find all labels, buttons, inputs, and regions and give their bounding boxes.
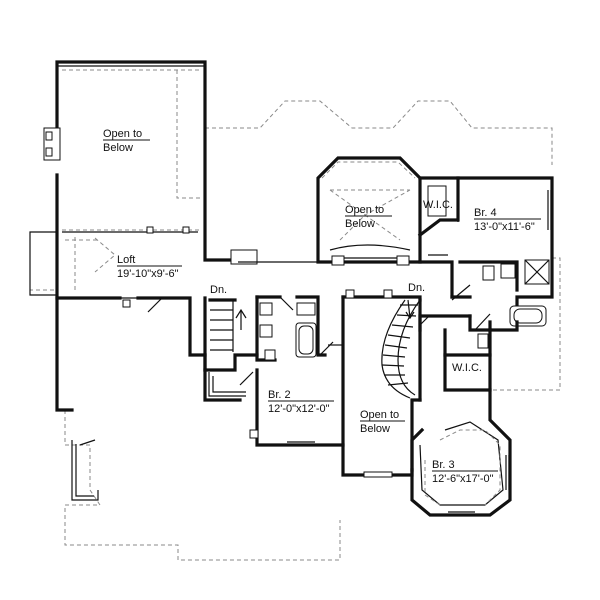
br4-dims: 13'-0"x11'-6"	[474, 221, 535, 233]
open-below-left-line2: Below	[103, 142, 133, 154]
lower-left-bay	[71, 439, 99, 501]
br2-name: Br. 2	[268, 389, 291, 401]
open-below-mid-line1: Open to	[345, 204, 384, 216]
left-bay	[29, 231, 57, 296]
room-labels: Open to Below Loft 19'-10"x9'-6" Open to…	[103, 128, 541, 485]
br4-name: Br. 4	[474, 207, 497, 219]
wic-lower-label: W.I.C.	[452, 362, 482, 374]
br2-dims: 12'-0"x12'-0"	[268, 403, 330, 415]
loft-walls	[55, 249, 318, 372]
wic-upper-label: W.I.C.	[423, 199, 453, 211]
chimney	[43, 127, 61, 161]
center-stair-area	[341, 289, 422, 478]
dn-right-label: Dn.	[408, 282, 425, 294]
br3-wic-area	[410, 298, 512, 517]
loft-name: Loft	[117, 254, 135, 266]
open-below-center-line1: Open to	[360, 409, 399, 421]
open-below-mid-line2: Below	[345, 218, 375, 230]
br3-name: Br. 3	[432, 459, 455, 471]
left-outer-wall	[55, 173, 74, 412]
open-below-left-line1: Open to	[103, 128, 142, 140]
br3-dims: 12'-6"x17'-0"	[432, 473, 494, 485]
loft-dims: 19'-10"x9'-6"	[117, 268, 179, 280]
open-below-left-room	[55, 60, 240, 262]
open-below-center-line2: Below	[360, 423, 390, 435]
dn-left-label: Dn.	[210, 284, 227, 296]
br2-stair-area	[203, 295, 345, 447]
